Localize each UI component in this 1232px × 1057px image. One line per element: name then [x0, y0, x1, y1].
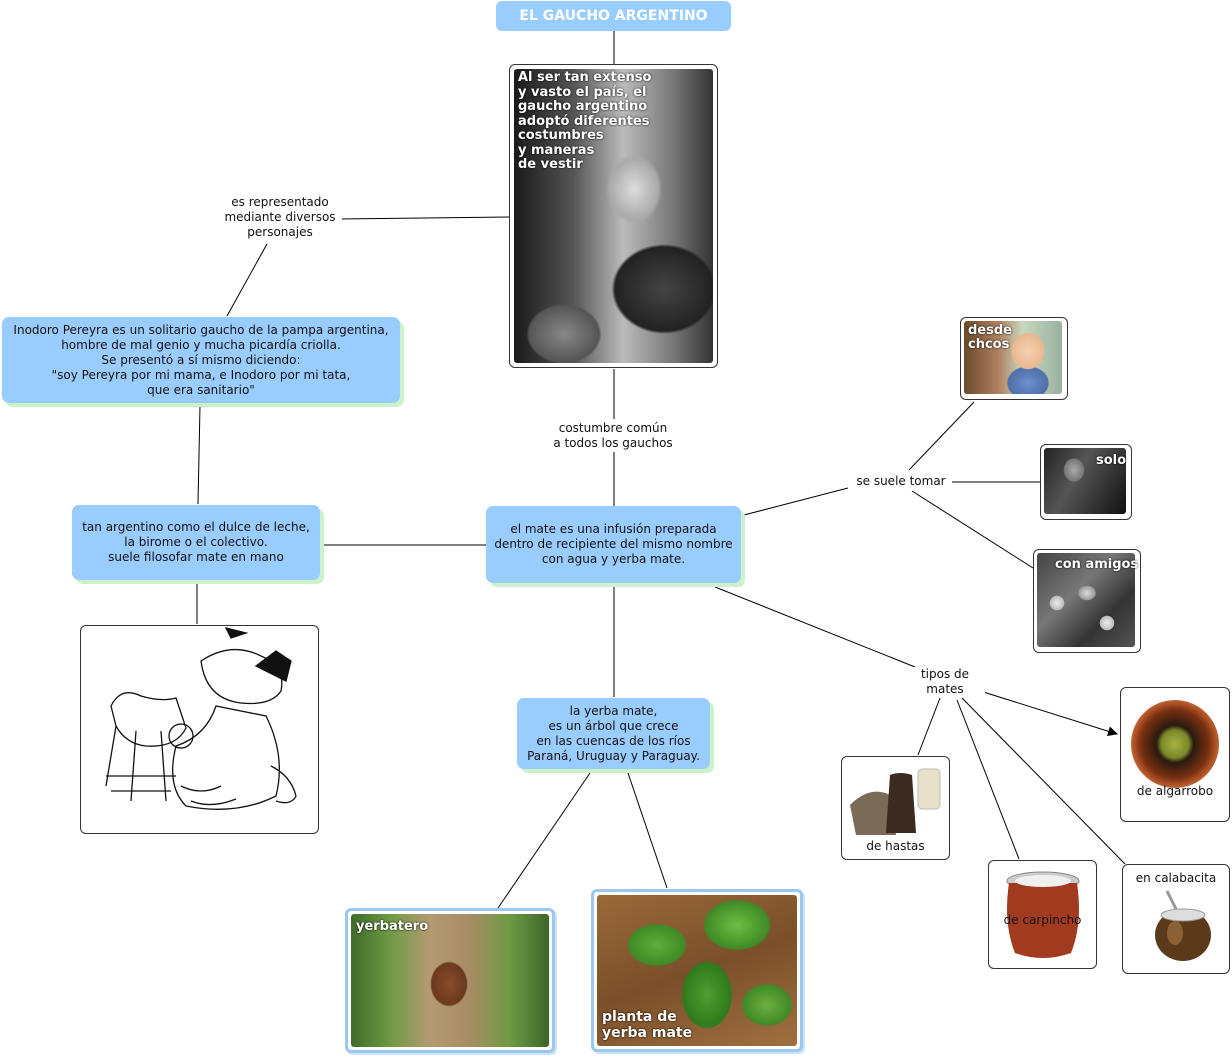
con-amigos-caption: con amigos — [1055, 557, 1138, 572]
gaucho-photo-node[interactable]: Al ser tan extenso y vasto el país, el g… — [509, 64, 718, 368]
algarrobo-caption: de algarrobo — [1121, 784, 1229, 799]
link-label-tipos: tipos de mates — [905, 667, 985, 697]
link-label-representado: es representado mediante diversos person… — [218, 195, 342, 240]
carpincho-node[interactable]: de carpincho — [988, 860, 1097, 969]
yerbatero-photo-node[interactable]: yerbatero — [345, 908, 555, 1053]
calabacita-photo — [1137, 889, 1217, 967]
inodoro-cartoon-node[interactable] — [80, 625, 319, 834]
inodoro-cartoon — [81, 626, 318, 833]
con-amigos-photo-node[interactable]: con amigos — [1033, 549, 1141, 653]
calabacita-node[interactable]: en calabacita — [1122, 864, 1230, 974]
yerbatero-caption: yerbatero — [356, 919, 428, 934]
algarrobo-photo — [1131, 700, 1219, 788]
hastas-photo — [846, 765, 946, 835]
concept-inodoro[interactable]: Inodoro Pereyra es un solitario gaucho d… — [2, 317, 400, 403]
hastas-node[interactable]: de hastas — [841, 756, 950, 860]
solo-photo-node[interactable]: solo — [1040, 444, 1132, 520]
carpincho-caption: de carpincho — [989, 913, 1096, 928]
desde-chicos-photo-node[interactable]: desde chcos — [960, 317, 1068, 400]
gaucho-caption: Al ser tan extenso y vasto el país, el g… — [518, 71, 708, 173]
planta-caption: planta de yerba mate — [602, 1009, 692, 1041]
map-title[interactable]: EL GAUCHO ARGENTINO — [496, 1, 731, 31]
concept-mate[interactable]: el mate es una infusión preparada dentro… — [486, 506, 741, 583]
hastas-caption: de hastas — [842, 839, 949, 854]
planta-photo-node[interactable]: planta de yerba mate — [591, 889, 803, 1052]
solo-caption: solo — [1096, 453, 1126, 468]
algarrobo-node[interactable]: de algarrobo — [1120, 687, 1230, 822]
link-label-tomar: se suele tomar — [850, 474, 952, 489]
desde-chicos-caption: desde chcos — [968, 324, 1012, 352]
concept-yerba[interactable]: la yerba mate, es un árbol que crece en … — [517, 698, 710, 769]
calabacita-caption: en calabacita — [1123, 871, 1229, 886]
concept-argentino[interactable]: tan argentino como el dulce de leche, la… — [72, 505, 320, 580]
link-label-costumbre: costumbre común a todos los gauchos — [543, 421, 683, 451]
